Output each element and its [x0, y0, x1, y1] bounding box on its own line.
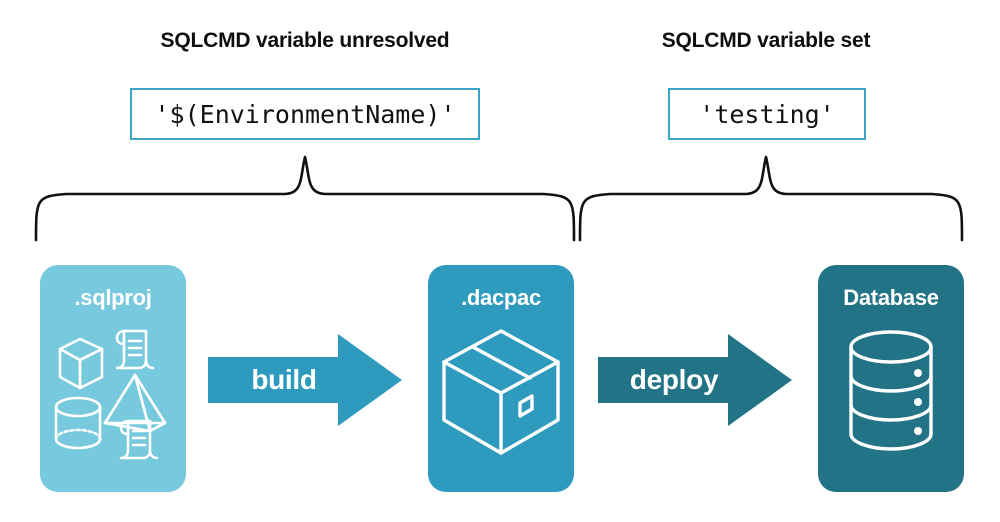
code-value-box-set: 'testing' — [668, 88, 866, 140]
arrow-build-shape — [208, 334, 402, 426]
caption-sqlcmd-variable-set: SQLCMD variable set — [661, 29, 871, 52]
database-cylinder-icon — [849, 330, 933, 451]
panel-sqlproj[interactable]: .sqlproj — [40, 265, 186, 492]
arrow-deploy[interactable]: deploy — [598, 334, 792, 426]
scroll-icon-bottom — [119, 419, 159, 460]
panel-database-label: Database — [843, 285, 939, 310]
panel-dacpac-label: .dacpac — [461, 285, 541, 310]
dacpac-package-illustration — [442, 329, 560, 455]
scroll-icon-top — [115, 329, 155, 370]
sqlproj-artifacts-illustration — [54, 329, 167, 460]
panel-database[interactable]: Database — [818, 265, 964, 492]
cylinder-icon — [54, 396, 102, 450]
panel-dacpac[interactable]: .dacpac — [428, 265, 574, 492]
pyramid-icon — [103, 373, 167, 433]
database-status-dots — [914, 369, 922, 435]
panel-sqlproj-label: .sqlproj — [74, 285, 152, 310]
brace-left-icon — [34, 155, 576, 242]
package-box-icon — [442, 329, 560, 455]
arrow-build[interactable]: build — [208, 334, 402, 426]
caption-sqlcmd-variable-unresolved: SQLCMD variable unresolved — [160, 29, 450, 52]
code-value-box-unresolved: '$(EnvironmentName)' — [130, 88, 480, 140]
arrow-deploy-shape — [598, 334, 792, 426]
database-illustration — [849, 330, 933, 451]
brace-right-icon — [578, 155, 964, 242]
cube-icon — [58, 337, 104, 390]
